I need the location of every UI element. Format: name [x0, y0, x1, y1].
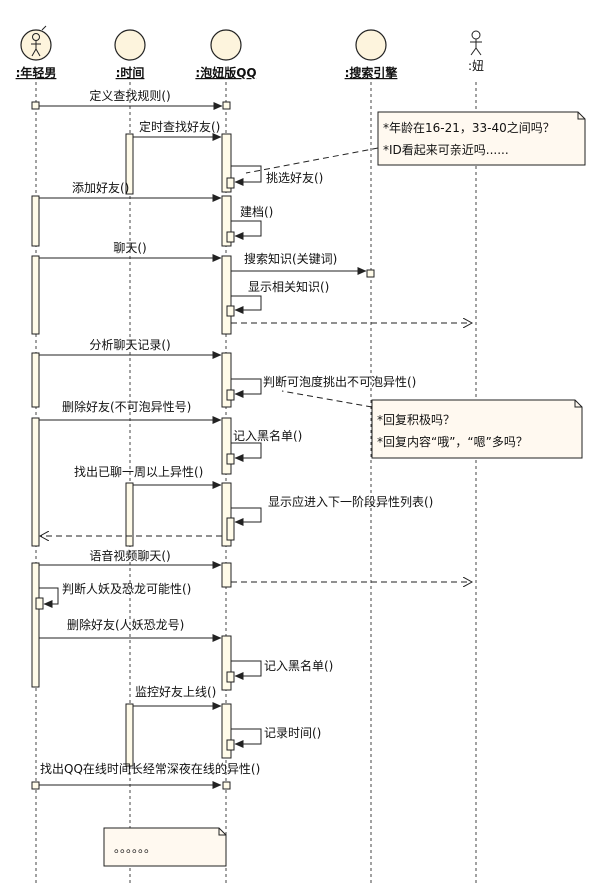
message-label: 语音视频聊天() — [89, 548, 170, 563]
message-label: 记录时间() — [264, 726, 321, 740]
note-fold — [218, 828, 226, 836]
participant-search-engine: :搜索引擎 — [345, 29, 398, 80]
activation-bar — [221, 703, 232, 759]
note-box — [103, 827, 227, 867]
note-line: 。。。。。。 — [114, 841, 156, 855]
message-label: 挑选好友() — [266, 171, 323, 185]
participant-name: :妞 — [468, 59, 484, 73]
self-message-arrow — [231, 442, 262, 462]
message-label: 找出QQ在线时间长经常深夜在线的异性() — [40, 761, 260, 776]
message-label: 显示相关知识() — [248, 280, 329, 294]
self-message-arrow — [231, 507, 262, 526]
activation-bar — [31, 562, 40, 688]
self-message-arrow — [231, 660, 262, 680]
message-label: 搜索知识(关键词) — [244, 251, 337, 266]
self-message-arrow — [39, 587, 59, 608]
participant-young-man: :年轻男 — [16, 25, 57, 80]
activation-bar — [221, 133, 232, 193]
activation-bar — [226, 517, 235, 541]
note-anchor-line — [281, 390, 373, 408]
self-message-arrow — [231, 295, 262, 314]
participant-circle-icon — [210, 29, 242, 61]
self-message-arrow — [231, 378, 262, 398]
message-label: 判断人妖及恐龙可能性() — [62, 581, 191, 596]
participant-name: :时间 — [116, 65, 145, 80]
self-message-arrow — [231, 220, 262, 240]
self-message-arrow — [231, 728, 262, 748]
note-ellipsis: 。。。。。。 — [103, 827, 227, 867]
activation-bar — [221, 352, 232, 408]
activation-bar — [125, 482, 134, 547]
activation-bar — [366, 269, 375, 278]
activation-bar — [221, 482, 232, 547]
participant-name: :年轻男 — [16, 65, 57, 80]
activation-bar — [221, 562, 232, 588]
activation-bar — [226, 453, 235, 465]
activation-bar — [31, 417, 40, 547]
note-fold — [577, 112, 585, 120]
participant-girl: :妞 — [468, 30, 484, 73]
note-age-id: *年龄在16-21，33-40之间吗？ *ID看起来可亲近吗...... — [245, 111, 586, 174]
activation-bar — [31, 781, 40, 790]
message-label: 建档() — [240, 205, 273, 219]
participant-name: :泡妞版QQ — [195, 65, 256, 80]
activation-bar — [222, 101, 231, 110]
activation-bar — [221, 255, 232, 335]
activation-bar — [31, 352, 40, 408]
message-label: 记入黑名单() — [264, 658, 333, 673]
message-label: 判断可泡度挑出不可泡异性() — [263, 374, 416, 389]
activation-bar — [226, 231, 235, 243]
message-label: 聊天() — [113, 241, 146, 255]
message-label: 定义查找规则() — [89, 88, 170, 103]
activation-bar — [221, 635, 232, 691]
message-label: 添加好友() — [72, 181, 129, 195]
activation-bar — [221, 417, 232, 475]
message-label: 监控好友上线() — [135, 685, 216, 699]
activation-bar — [125, 703, 134, 767]
participant-time: :时间 — [114, 29, 146, 80]
activation-bar — [226, 739, 235, 751]
note-fold — [574, 400, 582, 408]
actor-icon — [31, 25, 47, 57]
note-anchor-line — [245, 147, 379, 174]
activation-bar — [222, 781, 231, 790]
message-label: 记入黑名单() — [233, 428, 302, 443]
message-label: 找出已聊一周以上异性() — [74, 465, 203, 479]
activation-bar — [226, 305, 235, 317]
note-line: *ID看起来可亲近吗...... — [383, 143, 509, 157]
note-line: *回复内容“哦”，“嗯”多吗？ — [377, 434, 528, 449]
message-label: 删除好友(人妖恐龙号) — [67, 617, 184, 632]
note-reply: *回复积极吗？ *回复内容“哦”，“嗯”多吗？ — [281, 390, 583, 459]
participant-circle-icon — [114, 29, 146, 61]
note-box — [371, 399, 583, 459]
activation-bar — [31, 255, 40, 335]
message-label: 删除好友(不可泡异性号) — [62, 399, 191, 414]
activation-bar — [226, 177, 235, 189]
activation-bar — [226, 671, 235, 683]
activation-bar — [226, 389, 235, 401]
participant-name: :搜索引擎 — [345, 65, 398, 80]
activation-bar — [31, 195, 40, 247]
participant-qq: :泡妞版QQ — [195, 29, 257, 80]
message-label: 分析聊天记录() — [89, 338, 170, 352]
message-label: 定时查找好友() — [139, 119, 220, 134]
activation-bar — [31, 101, 40, 110]
activation-bar — [125, 133, 134, 195]
message-label: 显示应进入下一阶段异性列表() — [268, 494, 433, 509]
note-line: *年龄在16-21，33-40之间吗？ — [383, 121, 555, 135]
note-box — [377, 111, 586, 166]
note-line: *回复积极吗？ — [377, 413, 455, 427]
participant-circle-icon — [355, 29, 387, 61]
activation-bar — [35, 597, 44, 610]
stick-figure-icon — [470, 30, 482, 56]
self-message-arrow — [231, 165, 262, 186]
